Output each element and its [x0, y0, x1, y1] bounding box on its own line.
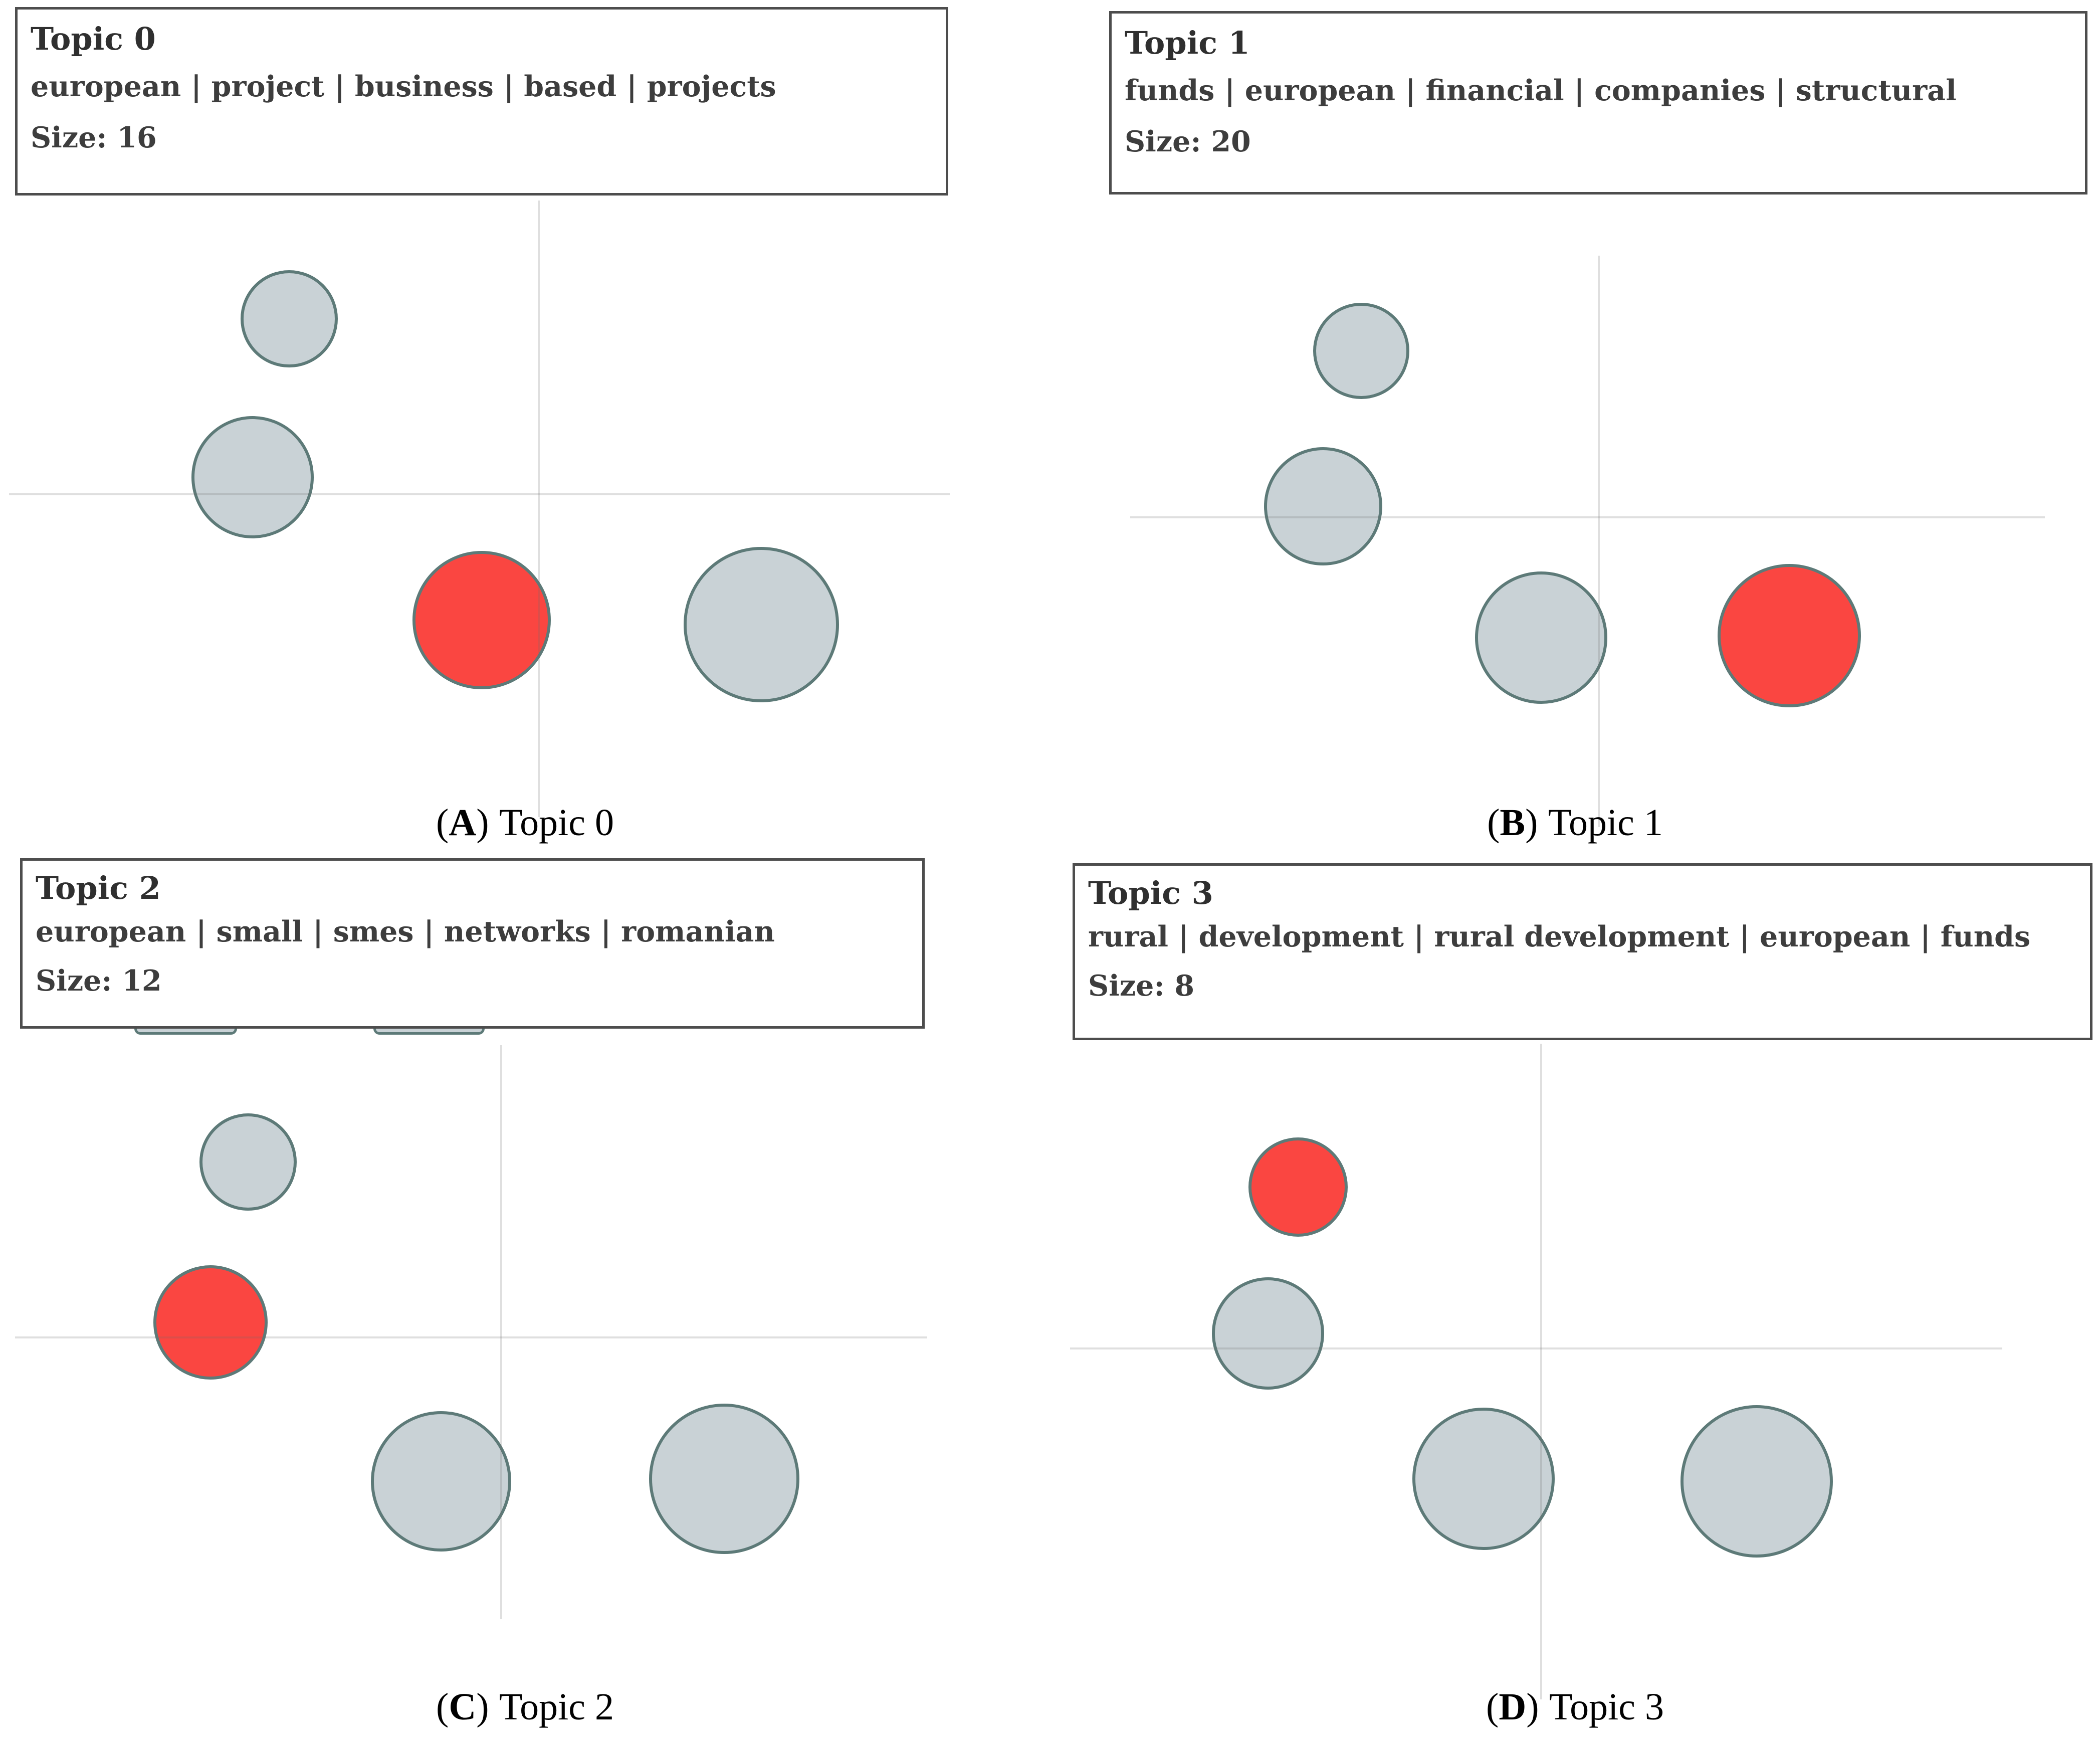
x-axis-zero-line — [1070, 1347, 2002, 1349]
caption-title: Topic 0 — [499, 802, 614, 844]
topic-bubble[interactable] — [1412, 1408, 1555, 1550]
y-axis-zero-line — [1540, 1044, 1542, 1699]
caption-letter: C — [436, 1686, 489, 1728]
hover-tooltip-topic-1: Topic 1 funds | european | financial | c… — [1109, 11, 2087, 195]
tooltip-topic-keywords: european | small | smes | networks | rom… — [36, 915, 775, 948]
hover-tooltip-topic-0: Topic 0 european | project | business | … — [15, 7, 948, 196]
tooltip-topic-title: Topic 0 — [31, 21, 156, 57]
tooltip-topic-title: Topic 1 — [1125, 25, 1250, 61]
y-axis-zero-line — [500, 1045, 502, 1619]
tooltip-topic-size: Size: 12 — [36, 964, 162, 998]
tooltip-topic-keywords: funds | european | financial | companies… — [1125, 74, 1957, 107]
caption-letter: B — [1487, 802, 1538, 844]
hover-tooltip-topic-3: Topic 3 rural | development | rural deve… — [1073, 863, 2092, 1040]
tooltip-topic-size: Size: 16 — [31, 121, 157, 154]
y-axis-zero-line — [1598, 256, 1600, 827]
topic-bubble-highlighted[interactable] — [1718, 564, 1861, 707]
topic-bubble[interactable] — [199, 1113, 297, 1211]
y-axis-zero-line — [538, 201, 540, 817]
x-axis-zero-line — [1130, 516, 2045, 518]
topic-bubble[interactable] — [1475, 571, 1607, 704]
x-axis-zero-line — [15, 1336, 927, 1338]
tooltip-topic-keywords: rural | development | rural development … — [1088, 920, 2031, 953]
tooltip-topic-title: Topic 2 — [36, 870, 161, 906]
tooltip-topic-size: Size: 8 — [1088, 969, 1194, 1003]
subfigure-caption-d: DTopic 3 — [1050, 1679, 2100, 1734]
tooltip-topic-size: Size: 20 — [1125, 125, 1251, 158]
topic-bubble[interactable] — [1313, 303, 1409, 399]
topic-bubble-highlighted[interactable] — [1248, 1137, 1348, 1237]
topic-bubble[interactable] — [191, 416, 314, 538]
tooltip-topic-keywords: european | project | business | based | … — [31, 70, 776, 103]
subfigure-caption-a: ATopic 0 — [0, 795, 1050, 850]
caption-letter: A — [436, 802, 489, 844]
caption-title: Topic 3 — [1549, 1686, 1664, 1728]
topic-bubble[interactable] — [684, 547, 839, 702]
topic-bubble-highlighted[interactable] — [412, 551, 551, 689]
caption-title: Topic 1 — [1548, 802, 1663, 844]
topic-bubble[interactable] — [1212, 1277, 1324, 1390]
topic-bubble-highlighted[interactable] — [153, 1265, 268, 1380]
subfigure-caption-c: CTopic 2 — [0, 1679, 1050, 1734]
x-axis-zero-line — [9, 493, 950, 495]
tooltip-topic-title: Topic 3 — [1088, 875, 1213, 911]
caption-letter: D — [1486, 1686, 1539, 1728]
topic-bubble[interactable] — [241, 270, 338, 367]
topic-bubble[interactable] — [371, 1411, 511, 1552]
caption-title: Topic 2 — [499, 1686, 614, 1728]
subfigure-caption-b: BTopic 1 — [1050, 795, 2100, 850]
hover-tooltip-topic-2: Topic 2 european | small | smes | networ… — [20, 858, 925, 1029]
topic-bubble[interactable] — [649, 1404, 799, 1554]
topic-bubble[interactable] — [1264, 447, 1382, 565]
topic-bubble[interactable] — [1681, 1405, 1833, 1558]
